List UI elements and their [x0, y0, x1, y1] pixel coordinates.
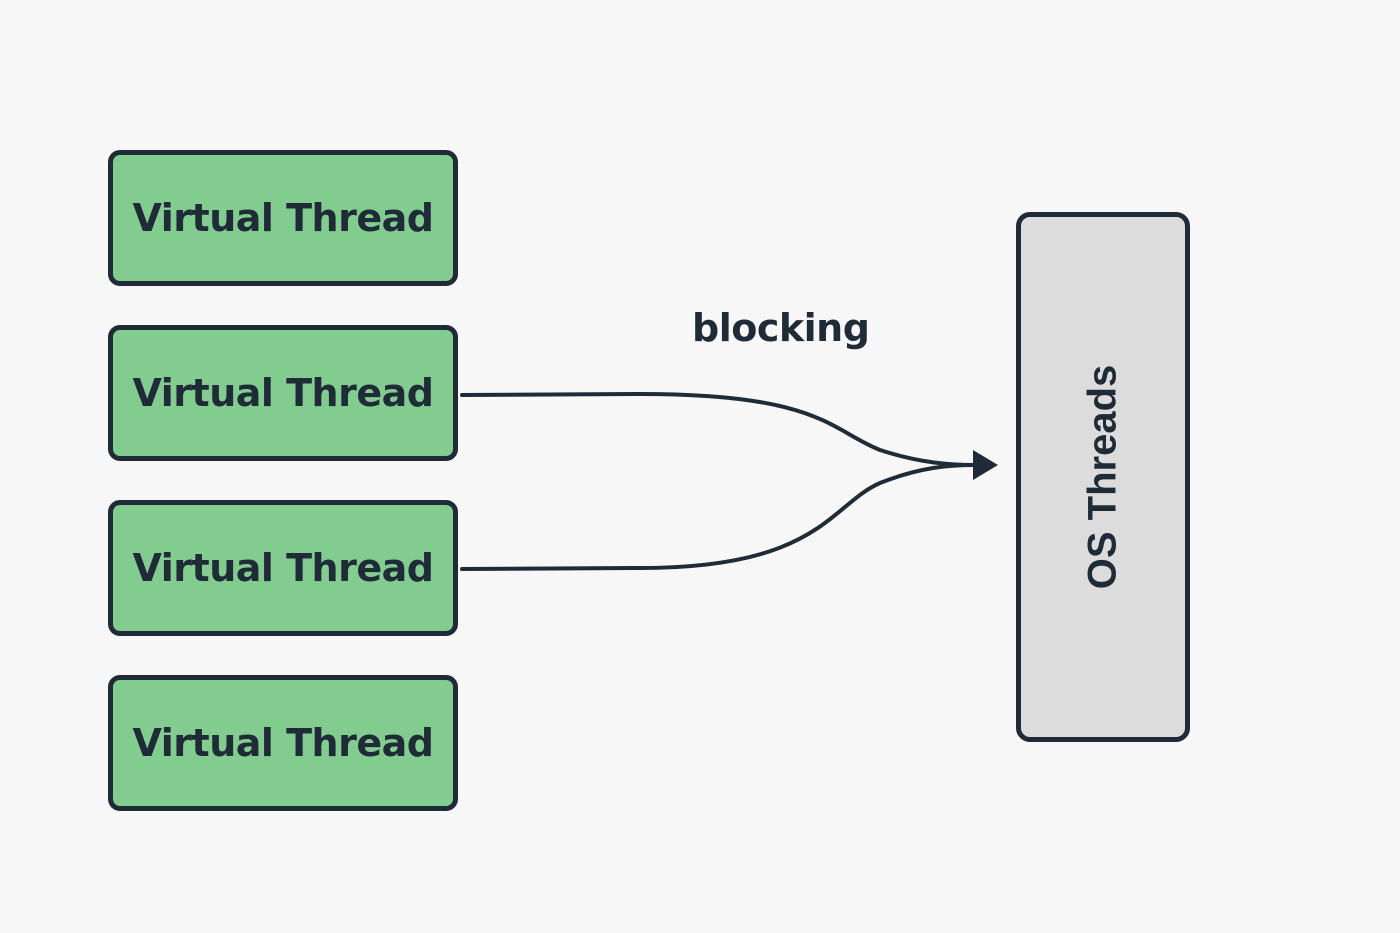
- virtual-thread-label-1: Virtual Thread: [132, 196, 434, 240]
- os-threads-label: OS Threads: [1080, 364, 1125, 590]
- virtual-thread-box-2: Virtual Thread: [108, 325, 458, 461]
- os-threads-box: OS Threads: [1016, 212, 1190, 742]
- virtual-thread-label-4: Virtual Thread: [132, 721, 434, 765]
- connector-vt3-to-os: [460, 463, 977, 571]
- arrowhead-icon: [973, 450, 998, 480]
- blocking-label: blocking: [692, 306, 870, 350]
- virtual-thread-label-2: Virtual Thread: [132, 371, 434, 415]
- connector-vt2-to-os: [460, 391, 977, 467]
- virtual-thread-box-3: Virtual Thread: [108, 500, 458, 636]
- virtual-thread-box-1: Virtual Thread: [108, 150, 458, 286]
- virtual-thread-box-4: Virtual Thread: [108, 675, 458, 811]
- virtual-thread-label-3: Virtual Thread: [132, 546, 434, 590]
